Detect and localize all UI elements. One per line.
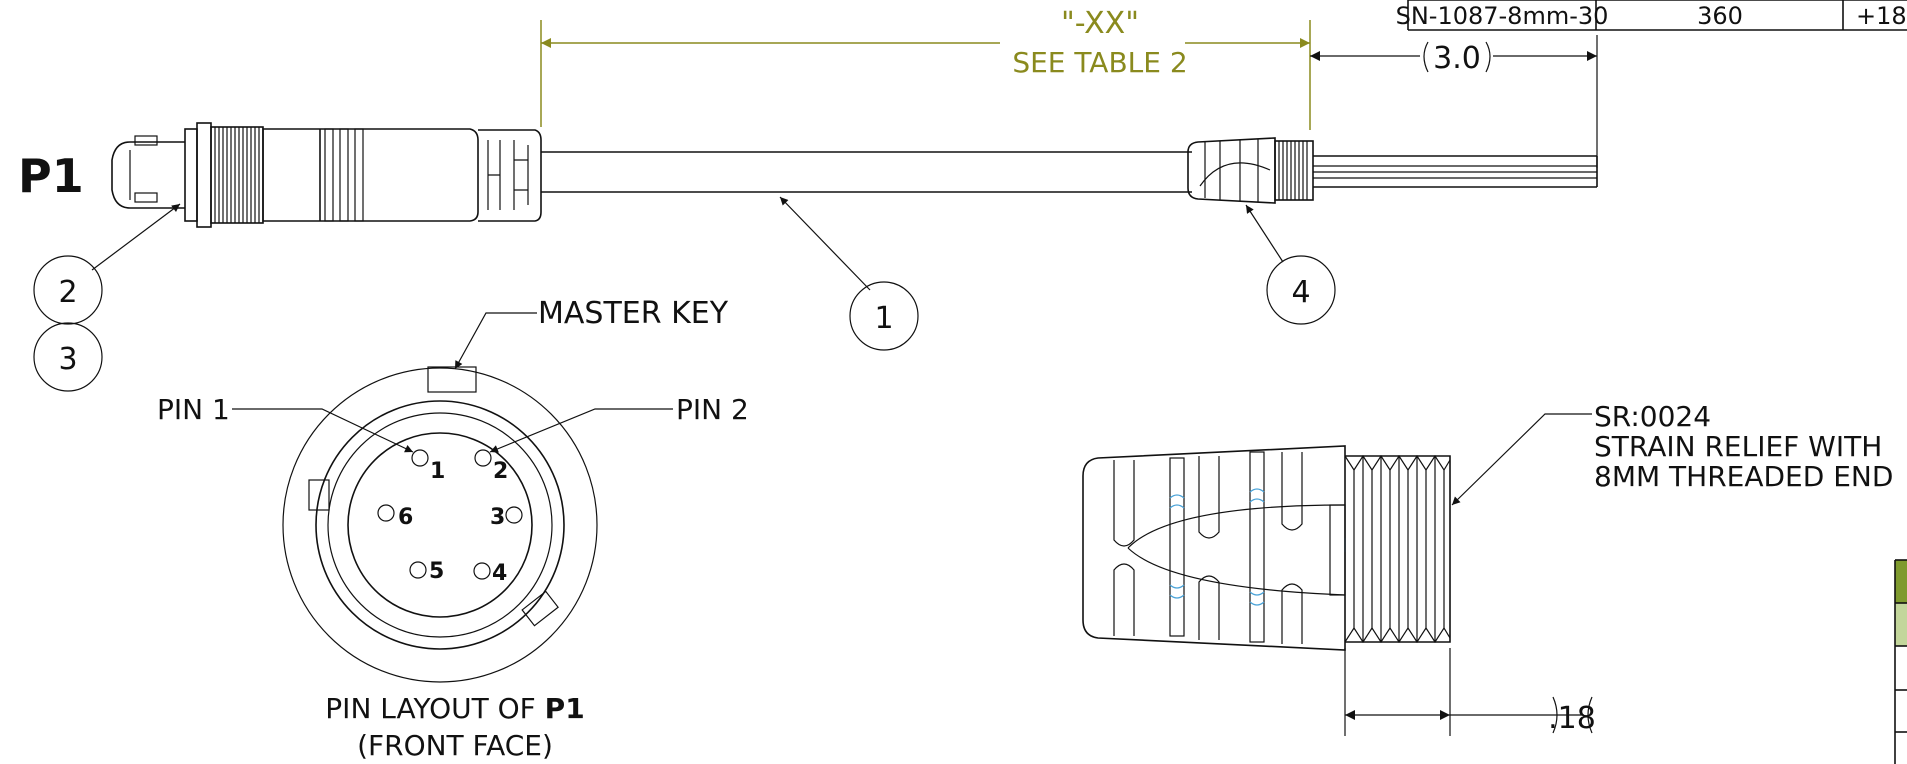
thread-length-dimension: .18: [1344, 648, 1596, 736]
pin-2-number: 2: [493, 459, 508, 484]
pin-4-number: 4: [492, 561, 507, 586]
balloon-1: 1: [849, 281, 919, 351]
length-dimension: "-XX" SEE TABLE 2: [540, 6, 1311, 130]
connector-p1-label: P1: [18, 149, 84, 203]
svg-text:1: 1: [874, 301, 893, 336]
svg-text:3: 3: [58, 342, 77, 377]
cable: [541, 151, 1192, 193]
small-thread-lines: [1278, 141, 1308, 200]
strip-length-value: 3.0: [1433, 41, 1481, 76]
thread-length-value: .18: [1548, 701, 1596, 736]
master-key-callout: MASTER KEY: [454, 296, 729, 370]
length-dimension-label: "-XX": [1061, 6, 1139, 41]
pin-3-number: 3: [490, 505, 505, 530]
pin1-callout: PIN 1: [157, 393, 414, 453]
pin-layout-caption: PIN LAYOUT OF P1: [325, 692, 584, 725]
svg-text:PIN 2: PIN 2: [676, 393, 749, 426]
strain-relief-callout: SR:0024 STRAIN RELIEF WITH 8MM THREADED …: [1451, 400, 1893, 506]
detail-thread-zigzag: [1344, 454, 1451, 644]
strain-relief-small: [1187, 137, 1314, 204]
svg-text:PIN 1: PIN 1: [157, 393, 230, 426]
svg-text:MASTER KEY: MASTER KEY: [538, 296, 729, 331]
strain-relief-detail: [1082, 445, 1451, 651]
balloon-2: 2: [33, 255, 103, 325]
p1-connector: [111, 122, 542, 228]
balloon-leaders: [91, 196, 1284, 291]
strain-relief-part: SR:0024: [1594, 400, 1711, 433]
strain-relief-desc1: STRAIN RELIEF WITH: [1594, 430, 1882, 463]
pin-6-number: 6: [398, 505, 413, 530]
table-part-number: SN-1087-8mm-30: [1396, 2, 1609, 30]
balloon-4: 4: [1266, 255, 1336, 325]
pin-layout-view: 1 2 3 4 5 6: [282, 366, 598, 683]
balloon-3: 3: [33, 322, 103, 392]
table-tolerance: +18.: [1856, 2, 1907, 30]
length-dimension-note: SEE TABLE 2: [1012, 46, 1187, 79]
wire-leads: [1313, 155, 1598, 188]
strain-relief-desc2: 8MM THREADED END: [1594, 460, 1893, 493]
pin2-callout: PIN 2: [489, 393, 749, 453]
svg-text:2: 2: [58, 275, 77, 310]
pin-layout-caption-sub: (FRONT FACE): [357, 729, 553, 762]
connector-thread-lines: [214, 127, 260, 223]
pin-1-number: 1: [430, 459, 445, 484]
strip-length-dimension: 3.0: [1310, 35, 1598, 168]
length-table-fragment: SN-1087-8mm-30 360 +18.: [1396, 0, 1907, 31]
table-length: 360: [1697, 2, 1743, 30]
svg-text:4: 4: [1291, 275, 1310, 310]
table-2-fragment: [1894, 559, 1907, 764]
pin-5-number: 5: [429, 559, 444, 584]
